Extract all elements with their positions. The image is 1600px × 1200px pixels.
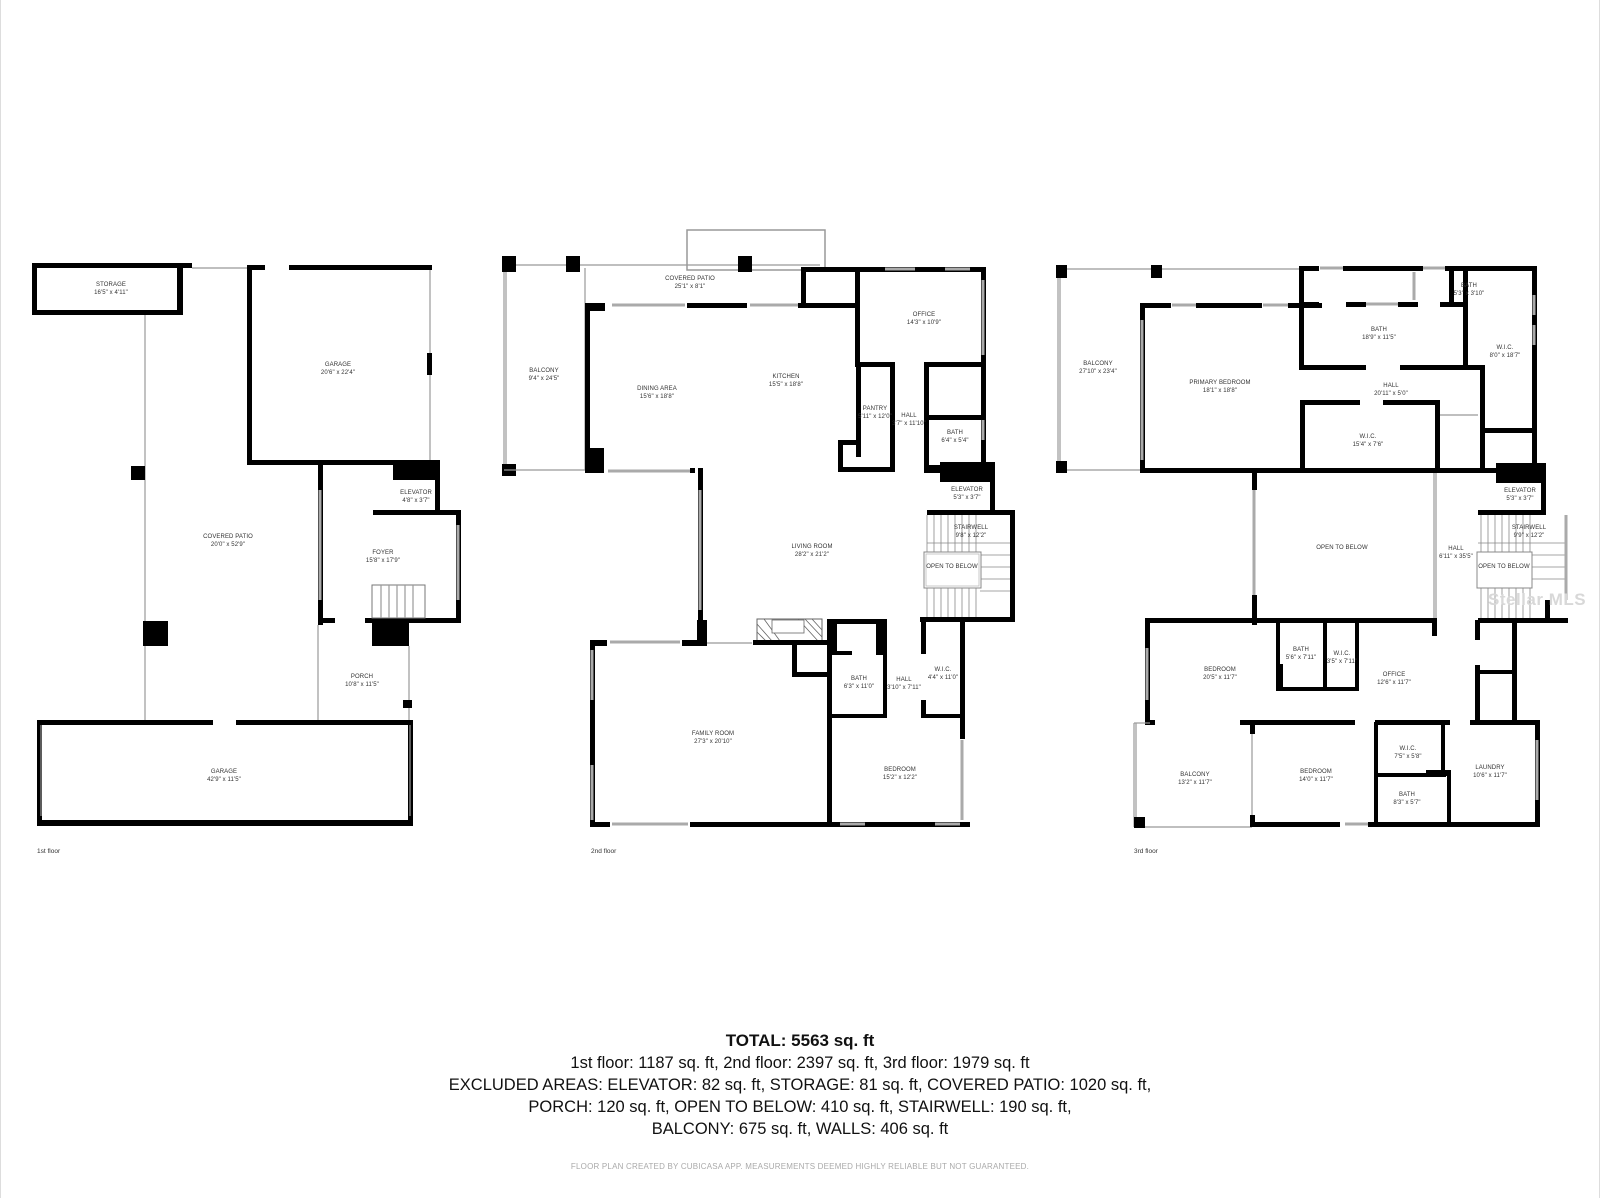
watermark: Stellar MLS: [1488, 590, 1587, 609]
total-area: TOTAL: 5563 sq. ft: [725, 1031, 875, 1050]
floor-label-1st: 1st floor: [37, 848, 61, 855]
floor-label-3rd: 3rd floor: [1134, 848, 1158, 855]
room-label-wic: W.I.C.4'4" x 11'0": [927, 667, 959, 681]
credit-disclaimer: FLOOR PLAN CREATED BY CUBICASA APP. MEAS…: [570, 1162, 1030, 1171]
room-label-wic-3a: W.I.C.3'5" x 7'11": [1326, 651, 1358, 665]
first-floor-walls: [32, 263, 461, 826]
second-floor-walls: [502, 229, 1015, 827]
room-label-wic-3b: W.I.C.7'5" x 5'8": [1394, 746, 1422, 760]
room-label-wic-primary: W.I.C.8'0" x 18'7": [1489, 345, 1521, 359]
floor-label-2nd: 2nd floor: [591, 848, 617, 855]
room-label-open-to-below: OPEN TO BELOW: [926, 564, 978, 570]
room-label-open-to-below-3: OPEN TO BELOW: [1316, 545, 1368, 551]
third-floor-walls: [1056, 265, 1568, 828]
room-label-wic-2: W.I.C.15'4" x 7'6": [1352, 434, 1384, 448]
floor-areas: 1st floor: 1187 sq. ft, 2nd floor: 2397 …: [570, 1054, 1030, 1072]
area-summary: TOTAL: 5563 sq. ft 1st floor: 1187 sq. f…: [0, 1030, 1600, 1140]
excluded-areas-2: PORCH: 120 sq. ft, OPEN TO BELOW: 410 sq…: [528, 1098, 1072, 1116]
excluded-areas-3: BALCONY: 675 sq. ft, WALLS: 406 sq. ft: [651, 1120, 949, 1138]
room-label-open-to-below-stair: OPEN TO BELOW: [1478, 564, 1530, 570]
excluded-areas-1: EXCLUDED AREAS: ELEVATOR: 82 sq. ft, STO…: [448, 1076, 1152, 1094]
